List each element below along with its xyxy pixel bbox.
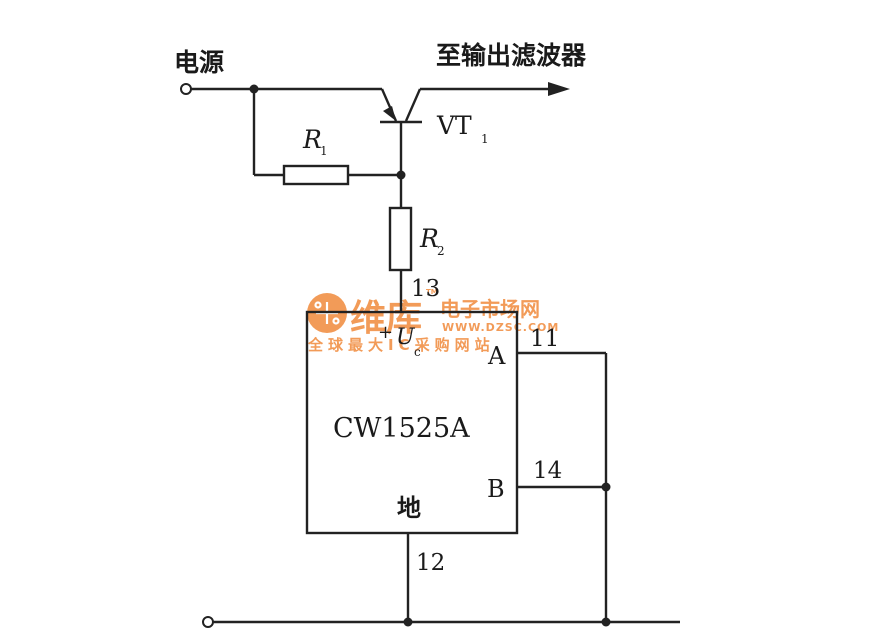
watermark: 维库 电子市场网 WWW.DZSC.COM TM 全球最大IC采购网站 xyxy=(307,288,559,354)
junction-dot xyxy=(249,84,259,94)
watermark-brand: 维库 xyxy=(350,298,422,339)
watermark-url: WWW.DZSC.COM xyxy=(442,321,559,334)
pin-a-label: A xyxy=(487,342,506,370)
watermark-tm: TM xyxy=(426,288,438,296)
pin11-label: 11 xyxy=(530,326,559,352)
watermark-slogan: 全球最大IC采购网站 xyxy=(307,336,495,354)
resistor-r2 xyxy=(388,206,413,272)
junctions xyxy=(249,84,611,627)
junction-dot xyxy=(403,617,413,627)
r1-subscript: 1 xyxy=(320,144,328,158)
output-arrow-icon xyxy=(548,82,570,96)
chip-cw1525a xyxy=(305,310,519,535)
pin-b-label: B xyxy=(487,475,505,503)
pin13-label: 13 xyxy=(411,276,440,302)
junction-dot xyxy=(601,482,611,492)
output-filter-label: 至输出滤波器 xyxy=(436,41,587,70)
wires xyxy=(180,83,680,628)
power-label: 电源 xyxy=(174,48,224,77)
junction-dot xyxy=(396,170,406,180)
watermark-market: 电子市场网 xyxy=(440,297,540,321)
vc-plus: + xyxy=(378,322,393,343)
resistor-r1 xyxy=(282,164,350,186)
chip-name: CW1525A xyxy=(333,413,470,444)
junction-dot xyxy=(601,617,611,627)
vc-label: U xyxy=(396,325,416,350)
pin12-label: 12 xyxy=(416,550,445,576)
transistor-vt1 xyxy=(380,88,422,124)
r2-subscript: 2 xyxy=(437,244,445,258)
emitter-arrow-icon xyxy=(383,106,396,121)
ground-terminal xyxy=(202,616,214,628)
power-terminal xyxy=(180,83,192,95)
pin14-label: 14 xyxy=(533,458,562,484)
ground-label: 地 xyxy=(397,494,421,522)
r1-label: R xyxy=(302,125,322,154)
r2-label: R xyxy=(419,224,439,253)
vt1-subscript: 1 xyxy=(481,132,489,146)
vc-subscript: c xyxy=(414,345,421,359)
vt1-label: VT xyxy=(436,111,472,140)
